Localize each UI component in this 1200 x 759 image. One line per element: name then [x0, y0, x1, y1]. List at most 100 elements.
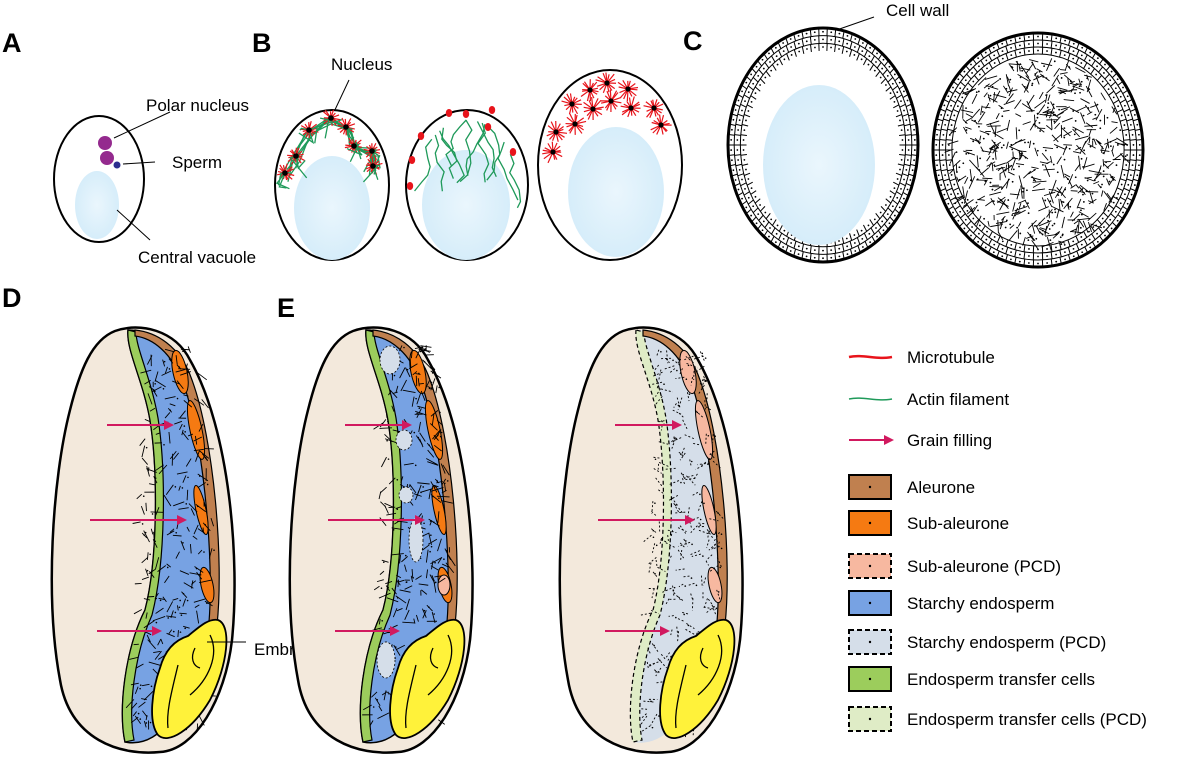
cell-wall: [1044, 164, 1051, 178]
nucleus-dot: [608, 98, 614, 104]
cell-nucleus: [1041, 233, 1044, 236]
endosperm-cell-wall: [648, 562, 652, 574]
cell-nucleus: [982, 137, 985, 140]
legend-label: Endosperm transfer cells: [907, 670, 1095, 689]
endosperm-cell-wall: [198, 715, 205, 726]
endosperm-cell-wall: [673, 502, 680, 514]
cell-nucleus: [783, 229, 786, 232]
endosperm-cell-wall: [432, 430, 441, 440]
cell-nucleus: [1027, 239, 1030, 242]
cell-wall: [944, 148, 954, 153]
cell-wall: [1028, 140, 1032, 149]
cell-nucleus: [977, 57, 980, 60]
endosperm-cell-wall: [392, 608, 398, 618]
cell-wall: [1059, 90, 1066, 95]
cell-nucleus: [901, 149, 904, 151]
cell-wall: [1075, 184, 1080, 189]
cell-nucleus: [1117, 192, 1120, 195]
cell-nucleus: [885, 204, 887, 206]
cell-nucleus: [1127, 114, 1130, 117]
cell-nucleus: [144, 531, 147, 534]
cell-nucleus: [940, 114, 943, 116]
cell-wall: [1014, 205, 1028, 212]
cell-nucleus: [1044, 199, 1047, 202]
cell-wall: [778, 58, 783, 66]
endosperm-cell-wall: [421, 589, 428, 595]
cell-wall: [750, 190, 757, 195]
endosperm-cell-wall: [669, 368, 676, 373]
cell-wall: [771, 219, 777, 226]
endosperm-cell-wall: [663, 365, 675, 370]
cell-wall: [765, 70, 771, 78]
cell-nucleus: [964, 121, 967, 124]
cell-nucleus: [911, 169, 914, 172]
endosperm-cell-wall: [180, 540, 185, 551]
endosperm-transfer-cells: [121, 329, 164, 743]
cell-wall: [950, 131, 957, 133]
cell-nucleus: [944, 123, 947, 126]
endosperm-cell-wall: [422, 608, 427, 618]
nucleus-dot: [569, 101, 575, 107]
c-cell-1-outline: [726, 26, 920, 264]
label-sperm: Sperm: [172, 153, 222, 172]
endosperm-cell-wall: [201, 399, 209, 409]
endosperm-cell-wall: [431, 486, 444, 492]
cell-nucleus: [423, 609, 426, 612]
cell-wall: [1034, 73, 1040, 85]
cell-nucleus: [1101, 183, 1103, 186]
cell-nucleus: [942, 133, 945, 136]
cell-wall: [809, 44, 812, 52]
cell-nucleus: [1018, 37, 1021, 40]
cell-nucleus: [1067, 178, 1069, 180]
cell-nucleus: [997, 146, 999, 149]
cell-nucleus: [900, 100, 902, 103]
cell-wall: [1026, 100, 1033, 113]
cell-nucleus: [419, 350, 422, 353]
endosperm-cell-wall: [436, 495, 450, 498]
cell-nucleus: [1081, 188, 1083, 191]
endosperm-cell-wall: [431, 611, 436, 624]
cell-wall: [1072, 126, 1084, 134]
cell-nucleus: [1010, 46, 1012, 49]
cell-nucleus: [750, 187, 753, 190]
endosperm-cell-wall: [190, 508, 195, 516]
cell-wall: [1054, 231, 1061, 236]
cell-nucleus: [736, 139, 739, 141]
cell-wall: [989, 79, 1000, 87]
legend-box-dot: [868, 485, 872, 489]
endosperm-cell-wall: [372, 627, 382, 631]
cell-nucleus: [405, 581, 408, 583]
cell-nucleus: [1069, 205, 1072, 208]
cell-wall: [1108, 90, 1115, 96]
embryo-contour: [427, 634, 453, 696]
cell-wall: [1051, 134, 1059, 143]
cell-wall: [1037, 104, 1046, 116]
endosperm-cell-wall: [670, 437, 676, 443]
cell-wall: [1102, 212, 1109, 218]
endosperm-cell-wall: [176, 380, 184, 390]
actin-filament: [434, 134, 445, 192]
cell-wall: [735, 163, 742, 167]
cell-wall: [996, 57, 1001, 65]
cell-wall: [1075, 106, 1087, 112]
cell-wall: [1093, 173, 1102, 181]
cell-wall: [971, 108, 981, 119]
cell-nucleus: [387, 458, 390, 460]
cell-wall: [1032, 188, 1046, 192]
cell-nucleus: [913, 149, 916, 151]
cell-wall: [988, 238, 993, 246]
cell-wall: [939, 159, 947, 161]
cell-nucleus: [1000, 146, 1003, 149]
cell-nucleus: [1028, 43, 1030, 45]
nucleus-dot: [328, 115, 334, 121]
cell-nucleus: [790, 242, 793, 244]
endosperm-cell-wall: [448, 555, 456, 567]
cell-wall: [754, 86, 761, 92]
cell-wall: [966, 207, 976, 215]
cell-nucleus: [979, 157, 982, 160]
legend-line-swatch: [848, 397, 893, 401]
endosperm-cell-wall: [189, 572, 202, 576]
cell-nucleus: [971, 226, 973, 228]
endosperm-cell-wall: [658, 441, 669, 445]
endosperm-cell-wall: [142, 710, 148, 718]
